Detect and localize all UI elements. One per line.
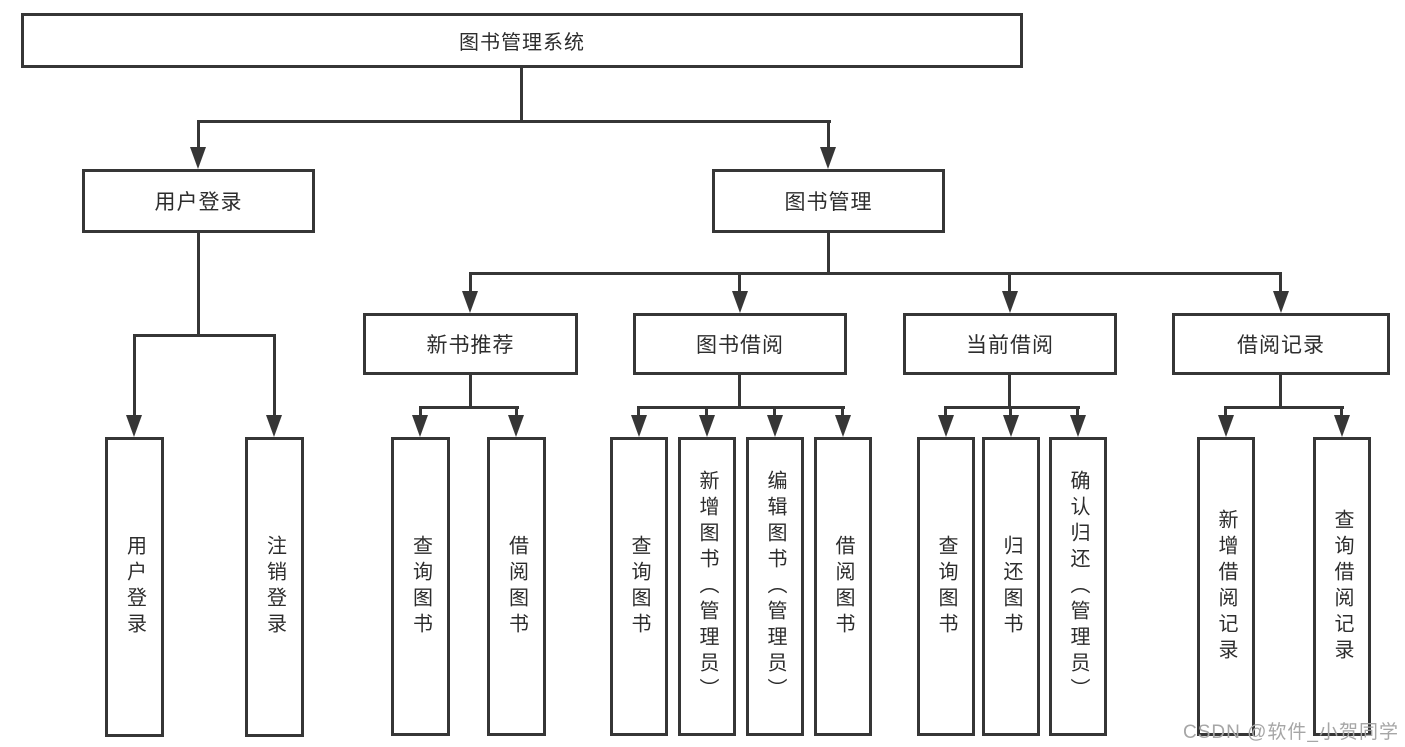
edge-line xyxy=(944,406,1080,409)
edge-line xyxy=(469,272,1282,275)
arrow-down-icon xyxy=(631,415,647,437)
arrow-down-icon xyxy=(1003,415,1019,437)
edge-line xyxy=(637,406,640,420)
edge-line xyxy=(520,68,523,122)
edge-line xyxy=(1340,406,1343,420)
edge-line xyxy=(469,272,472,294)
node-user-login: 用户登录 xyxy=(82,169,315,233)
edge-line xyxy=(469,375,472,409)
leaf-label: 借阅图书 xyxy=(832,534,854,639)
edge-line xyxy=(133,334,276,337)
leaf-label: 编辑图书（管理员） xyxy=(764,469,786,704)
leaf-logout: 注销登录 xyxy=(245,437,304,737)
leaf-add-borrow-record: 新增借阅记录 xyxy=(1197,437,1255,736)
edge-line xyxy=(738,375,741,409)
arrow-down-icon xyxy=(508,415,524,437)
edge-line xyxy=(515,406,518,420)
edge-line xyxy=(738,272,741,294)
leaf-user-login: 用户登录 xyxy=(105,437,164,737)
edge-line xyxy=(197,233,200,337)
node-book-borrowing: 图书借阅 xyxy=(633,313,847,375)
leaf-label: 查询图书 xyxy=(409,534,432,639)
node-borrowing-records: 借阅记录 xyxy=(1172,313,1390,375)
edge-line xyxy=(1224,406,1227,420)
edge-line xyxy=(637,406,845,409)
arrow-down-icon xyxy=(1334,415,1350,437)
edge-line xyxy=(1076,406,1079,420)
leaf-label: 新增图书（管理员） xyxy=(696,469,718,704)
node-current-borrowing: 当前借阅 xyxy=(903,313,1117,375)
watermark-text: CSDN @软件_小贺同学 xyxy=(1183,722,1399,743)
arrow-down-icon xyxy=(462,291,478,313)
arrow-down-icon xyxy=(732,291,748,313)
edge-line xyxy=(1279,375,1282,409)
edge-line xyxy=(419,406,519,409)
edge-line xyxy=(1008,375,1011,409)
leaf-return-books: 归还图书 xyxy=(982,437,1040,736)
leaf-query-borrow-record: 查询借阅记录 xyxy=(1313,437,1371,736)
leaf-query-books-current: 查询图书 xyxy=(917,437,975,736)
node-label: 用户登录 xyxy=(154,191,243,214)
leaf-label: 归还图书 xyxy=(1000,534,1022,639)
leaf-label: 注销登录 xyxy=(263,535,286,639)
arrow-down-icon xyxy=(1218,415,1234,437)
leaf-query-books-recommend: 查询图书 xyxy=(391,437,450,736)
edge-line xyxy=(197,120,831,123)
leaf-label: 新增借阅记录 xyxy=(1215,508,1237,665)
edge-line xyxy=(1224,406,1344,409)
edge-line xyxy=(197,120,200,150)
node-library-management-system: 图书管理系统 xyxy=(21,13,1023,68)
arrow-down-icon xyxy=(126,415,142,437)
edge-line xyxy=(133,334,136,418)
arrow-down-icon xyxy=(190,147,206,169)
arrow-down-icon xyxy=(835,415,851,437)
leaf-label: 查询图书 xyxy=(935,534,957,639)
edge-line xyxy=(705,406,708,420)
leaf-label: 用户登录 xyxy=(123,535,146,639)
edge-line xyxy=(827,120,830,150)
leaf-borrow-books: 借阅图书 xyxy=(814,437,872,736)
node-new-book-recommendation: 新书推荐 xyxy=(363,313,578,375)
leaf-label: 确认归还（管理员） xyxy=(1067,469,1089,704)
leaf-label: 借阅图书 xyxy=(505,534,528,639)
leaf-add-books-admin: 新增图书（管理员） xyxy=(678,437,736,736)
edge-line xyxy=(273,334,276,418)
edge-line xyxy=(944,406,947,420)
edge-line xyxy=(419,406,422,420)
edge-line xyxy=(773,406,776,420)
arrow-down-icon xyxy=(412,415,428,437)
node-label: 图书借阅 xyxy=(696,334,784,357)
leaf-confirm-return-admin: 确认归还（管理员） xyxy=(1049,437,1107,736)
edge-line xyxy=(827,233,830,275)
edge-line xyxy=(1279,272,1282,294)
node-book-management: 图书管理 xyxy=(712,169,945,233)
node-label: 借阅记录 xyxy=(1237,334,1325,357)
edge-line xyxy=(841,406,844,420)
leaf-label: 查询图书 xyxy=(628,534,650,639)
leaf-label: 查询借阅记录 xyxy=(1331,508,1353,665)
edge-line xyxy=(1009,406,1012,420)
node-label: 当前借阅 xyxy=(966,334,1054,357)
node-label: 图书管理 xyxy=(784,191,873,214)
arrow-down-icon xyxy=(1273,291,1289,313)
leaf-query-books-borrow: 查询图书 xyxy=(610,437,668,736)
arrow-down-icon xyxy=(767,415,783,437)
arrow-down-icon xyxy=(820,147,836,169)
leaf-edit-books-admin: 编辑图书（管理员） xyxy=(746,437,804,736)
edge-line xyxy=(1008,272,1011,294)
arrow-down-icon xyxy=(699,415,715,437)
arrow-down-icon xyxy=(1070,415,1086,437)
arrow-down-icon xyxy=(938,415,954,437)
arrow-down-icon xyxy=(266,415,282,437)
leaf-borrow-books-recommend: 借阅图书 xyxy=(487,437,546,736)
node-label: 图书管理系统 xyxy=(459,32,585,54)
node-label: 新书推荐 xyxy=(426,334,515,357)
arrow-down-icon xyxy=(1002,291,1018,313)
